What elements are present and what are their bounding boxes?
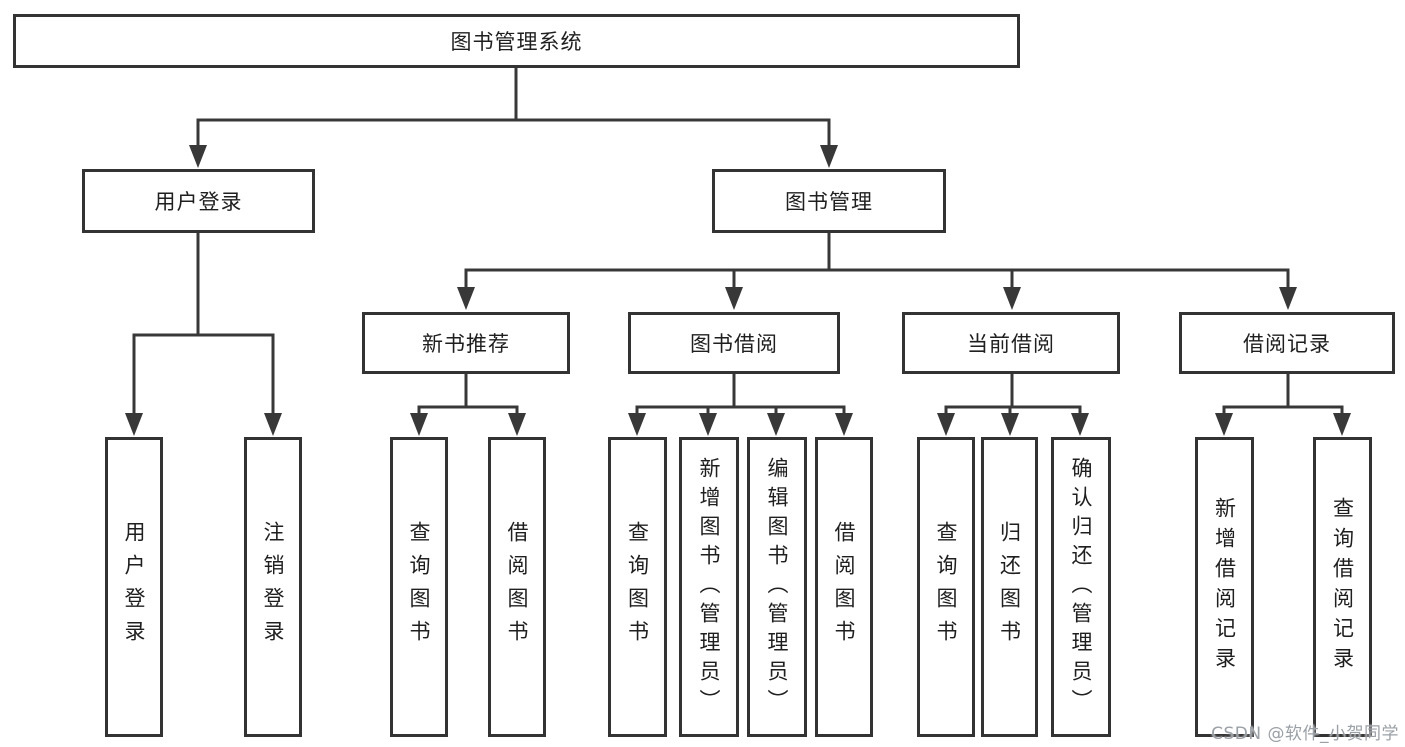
- node-root: 图书管理系统: [13, 14, 1020, 68]
- leaf-br-query-record-label: 查询借阅记录: [1330, 497, 1355, 677]
- leaf-nb-query-books: 查询图书: [390, 437, 448, 737]
- leaf-cb-confirm-return-label: 确认归还（管理员）: [1069, 456, 1093, 718]
- node-borrow-records: 借阅记录: [1179, 312, 1395, 374]
- leaf-cb-query-books: 查询图书: [917, 437, 975, 737]
- node-book-borrow-label: 图书借阅: [690, 332, 778, 356]
- leaf-user-login: 用户登录: [105, 437, 163, 737]
- leaf-logout-label: 注销登录: [261, 521, 285, 653]
- node-root-label: 图书管理系统: [450, 30, 583, 54]
- leaf-br-query-record: 查询借阅记录: [1313, 437, 1372, 737]
- node-user-login: 用户登录: [82, 169, 315, 233]
- leaf-nb-borrow-books-label: 借阅图书: [505, 521, 529, 653]
- leaf-user-login-label: 用户登录: [122, 521, 146, 653]
- leaf-cb-return-books-label: 归还图书: [997, 521, 1022, 653]
- node-book-management: 图书管理: [712, 169, 946, 233]
- leaf-nb-borrow-books: 借阅图书: [488, 437, 546, 737]
- node-user-login-label: 用户登录: [154, 190, 243, 214]
- node-new-book-recommend-label: 新书推荐: [422, 332, 510, 356]
- leaf-bb-query-books: 查询图书: [608, 437, 667, 737]
- leaf-logout: 注销登录: [244, 437, 302, 737]
- node-current-borrow: 当前借阅: [902, 312, 1120, 374]
- csdn-watermark: CSDN @软件_小贺同学: [1211, 724, 1399, 744]
- node-book-management-label: 图书管理: [785, 190, 873, 214]
- leaf-bb-add-books-label: 新增图书（管理员）: [697, 456, 721, 718]
- leaf-bb-query-books-label: 查询图书: [625, 521, 650, 653]
- node-new-book-recommend: 新书推荐: [362, 312, 570, 374]
- node-current-borrow-label: 当前借阅: [967, 332, 1055, 356]
- leaf-cb-query-books-label: 查询图书: [934, 521, 958, 653]
- leaf-br-add-record: 新增借阅记录: [1195, 437, 1254, 737]
- node-book-borrow: 图书借阅: [628, 312, 840, 374]
- node-borrow-records-label: 借阅记录: [1243, 332, 1331, 356]
- leaf-bb-edit-books-label: 编辑图书（管理员）: [765, 456, 789, 718]
- leaf-bb-add-books: 新增图书（管理员）: [679, 437, 739, 737]
- leaf-cb-confirm-return: 确认归还（管理员）: [1051, 437, 1111, 737]
- leaf-nb-query-books-label: 查询图书: [407, 521, 431, 653]
- leaf-bb-edit-books: 编辑图书（管理员）: [747, 437, 807, 737]
- leaf-bb-borrow-books: 借阅图书: [815, 437, 873, 737]
- leaf-cb-return-books: 归还图书: [981, 437, 1038, 737]
- leaf-bb-borrow-books-label: 借阅图书: [832, 521, 856, 653]
- leaf-br-add-record-label: 新增借阅记录: [1212, 497, 1237, 677]
